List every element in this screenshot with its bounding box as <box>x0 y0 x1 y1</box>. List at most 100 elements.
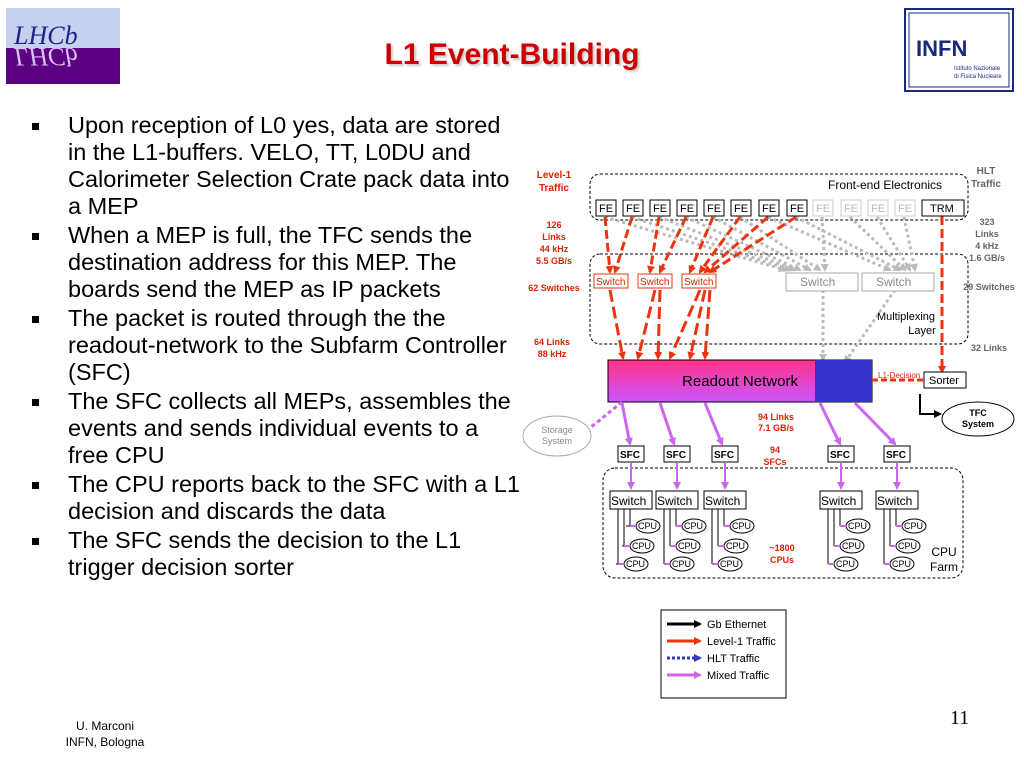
fe-label: FE <box>816 203 830 215</box>
bullet-text: The SFC sends the decision to the L1 tri… <box>68 527 462 580</box>
bullet-square-icon <box>32 316 39 323</box>
farm-switch-box <box>655 490 699 510</box>
switch-label: Switch <box>877 494 912 508</box>
switch-label: Switch <box>821 494 856 508</box>
sorter-box <box>923 371 967 389</box>
fe-box-faded <box>894 199 916 217</box>
level1-switches: Switch Switch Switch <box>593 273 717 289</box>
switches-62-label: 62 Switches <box>528 283 580 293</box>
bullet-item: Upon reception of L0 yes, data are store… <box>30 112 520 220</box>
cpu-label: CPU <box>626 559 645 569</box>
sfcs-94-label: SFCs <box>763 457 786 467</box>
author-affiliation: INFN, Bologna <box>65 735 145 749</box>
farm-switch-box <box>609 490 653 510</box>
cpu-label: CPU <box>632 541 651 551</box>
sfc-box <box>883 445 911 463</box>
storage-link <box>589 400 623 430</box>
links-64-label: 88 kHz <box>538 349 567 359</box>
switch-label: Switch <box>705 494 740 508</box>
cpu-label: CPU <box>638 521 657 531</box>
bullet-list: Upon reception of L0 yes, data are store… <box>30 112 520 583</box>
links-94-label: 7.1 GB/s <box>758 423 794 433</box>
bullet-square-icon <box>32 538 39 545</box>
cpu-label: CPU <box>726 541 745 551</box>
hlt-traffic-label: Traffic <box>971 179 1001 190</box>
fe-box-faded <box>812 199 834 217</box>
bullet-item: The SFC sends the decision to the L1 tri… <box>30 527 520 581</box>
readout-network-diagram: FE FE FE FE FE FE FE FE FE FE FE FE TRM … <box>522 166 1015 699</box>
cpu-tree: CPU CPU CPU <box>883 509 927 572</box>
storage-system-label: System <box>542 436 572 446</box>
fe-label: FE <box>898 203 912 215</box>
fe-box-faded <box>867 199 889 217</box>
cpu-label: CPU <box>720 559 739 569</box>
storage-system-label: Storage <box>541 425 573 435</box>
footer-author: U. Marconi INFN, Bologna <box>40 718 170 750</box>
switch-label: Switch <box>684 277 713 288</box>
fe-box <box>786 199 808 217</box>
cpu-tree: CPU CPU CPU <box>711 509 755 572</box>
readout-network-label: Readout Network <box>682 373 798 390</box>
cpus-1800-label: CPUs <box>770 555 794 565</box>
trm-box <box>921 199 965 217</box>
fe-box <box>703 199 725 217</box>
cpu-label: CPU <box>732 521 751 531</box>
bullet-item: The packet is routed through the the rea… <box>30 305 520 386</box>
switch-box <box>861 272 935 292</box>
fe-label: FE <box>871 203 885 215</box>
bullet-text: When a MEP is full, the TFC sends the de… <box>68 222 473 302</box>
fe-box-faded <box>840 199 862 217</box>
legend-mixed-label: Mixed Traffic <box>707 670 770 682</box>
sfc-to-switch-arrows <box>627 463 901 490</box>
links-126-label: Links <box>542 232 566 242</box>
fe-label: FE <box>844 203 858 215</box>
links-32-label: 32 Links <box>971 343 1007 353</box>
author-name: U. Marconi <box>75 719 134 733</box>
sfc-box <box>617 445 645 463</box>
page-number: 11 <box>950 707 970 729</box>
multiplexing-label: Multiplexing <box>877 311 935 323</box>
mixed-traffic-arrows <box>620 401 897 446</box>
links-323-label: Links <box>975 229 999 239</box>
farm-switch-box <box>875 490 919 510</box>
switch-label: Switch <box>800 275 835 289</box>
bullet-item: The CPU reports back to the SFC with a L… <box>30 471 520 525</box>
fe-box <box>649 199 671 217</box>
bullet-text: The CPU reports back to the SFC with a L… <box>68 471 520 524</box>
sfc-box <box>711 445 739 463</box>
fe-label: FE <box>680 203 694 215</box>
sfc-row: SFC SFC SFC SFC SFC <box>617 445 911 463</box>
cpu-farm-label: Farm <box>930 560 958 574</box>
switch-box <box>593 273 629 289</box>
cpu-tree: CPU CPU CPU <box>616 509 661 572</box>
multiplexing-label: Layer <box>908 325 936 337</box>
cpu-label: CPU <box>842 541 861 551</box>
cpu-label: CPU <box>678 541 697 551</box>
front-end-label: Front-end Electronics <box>828 178 942 192</box>
fe-label: FE <box>790 203 804 215</box>
bullet-item: The SFC collects all MEPs, assembles the… <box>30 388 520 469</box>
cpu-label: CPU <box>892 559 911 569</box>
sfc-label: SFC <box>620 450 640 461</box>
fe-label: FE <box>707 203 721 215</box>
tfc-system-label: System <box>962 419 994 429</box>
legend: Gb Ethernet Level-1 Traffic HLT Traffic … <box>660 609 787 699</box>
fe-row: FE FE FE FE FE FE FE FE FE FE FE FE TRM <box>595 199 965 217</box>
links-126-label: 126 <box>546 220 561 230</box>
infn-logo: INFN Istituto Nazionale di Fisica Nuclea… <box>904 8 1014 92</box>
bullet-square-icon <box>32 482 39 489</box>
switch-label: Switch <box>596 277 625 288</box>
infn-logo-subtext-2: di Fisica Nucleare <box>954 74 1002 80</box>
trm-label: TRM <box>930 203 954 215</box>
fe-label: FE <box>762 203 776 215</box>
hlt-traffic-label: HLT <box>977 166 996 177</box>
level1-fe-arrows <box>603 215 797 274</box>
sfc-label: SFC <box>830 450 850 461</box>
links-126-label: 44 kHz <box>540 244 569 254</box>
fe-box <box>730 199 752 217</box>
cpu-label: CPU <box>904 521 923 531</box>
level1-switch-arrows <box>608 289 712 360</box>
sfc-box <box>663 445 691 463</box>
links-323-label: 323 <box>979 217 994 227</box>
cpu-label: CPU <box>848 521 867 531</box>
